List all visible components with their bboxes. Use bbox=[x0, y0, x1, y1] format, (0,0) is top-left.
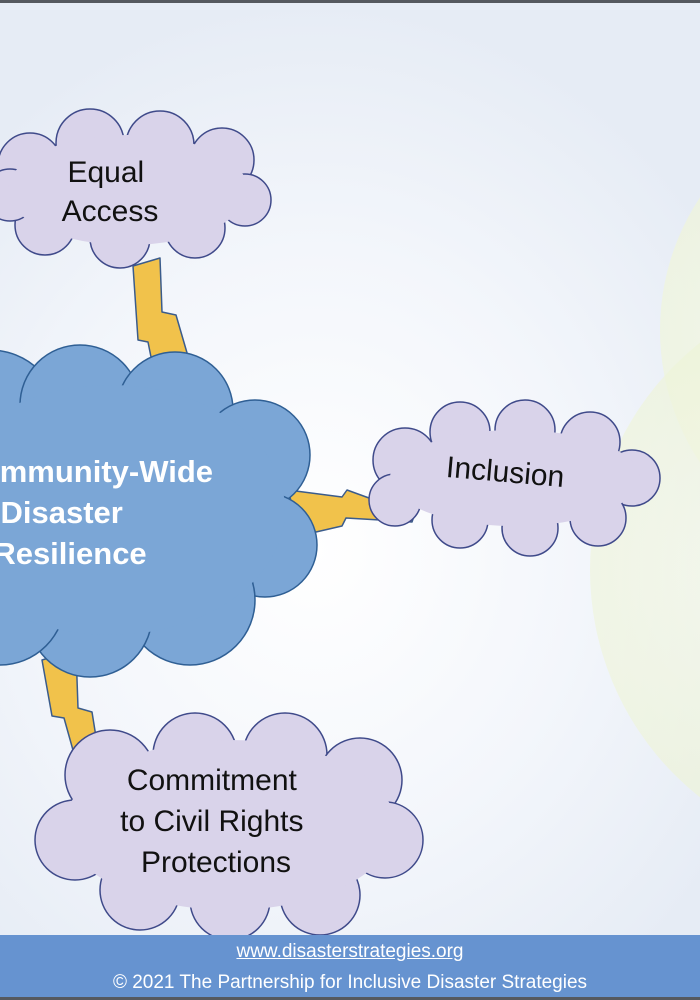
bottom-border bbox=[0, 997, 700, 1000]
footer-copyright: © 2021 The Partnership for Inclusive Dis… bbox=[112, 972, 588, 993]
center-cloud: Community-Wide Disaster Resilience bbox=[0, 344, 318, 678]
equal-access-line-1: Equal bbox=[67, 156, 144, 189]
node-inclusion: Inclusion bbox=[368, 399, 661, 557]
footer-website-link[interactable]: www.disasterstrategies.org bbox=[236, 941, 464, 962]
top-border bbox=[0, 0, 700, 3]
civil-rights-line-3: Protections bbox=[141, 846, 291, 879]
center-label-line-3: Resilience bbox=[0, 536, 147, 571]
center-cloud-label: Community-Wide Disaster Resilience bbox=[0, 454, 222, 571]
resilience-diagram: Community-Wide Disaster Resilience Equal… bbox=[0, 108, 700, 935]
equal-access-line-2: Access bbox=[62, 195, 159, 228]
node-civil-rights: Commitment to Civil Rights Protections bbox=[34, 712, 424, 935]
civil-rights-line-2: to Civil Rights bbox=[120, 805, 303, 838]
svg-text:Commitment to Civil Righ: Commitment to Civil Rights Protections bbox=[120, 764, 312, 879]
node-equal-access: Equal Access bbox=[0, 108, 272, 269]
svg-text:Equal Access: Equal Access bbox=[62, 156, 159, 228]
civil-rights-line-1: Commitment bbox=[127, 764, 298, 797]
decor-circle-lower bbox=[590, 342, 700, 798]
center-label-line-2: Disaster bbox=[1, 495, 123, 530]
center-label-line-1: Community-Wide bbox=[0, 454, 213, 489]
footer-bar: www.disasterstrategies.org © 2021 The Pa… bbox=[0, 935, 700, 1000]
